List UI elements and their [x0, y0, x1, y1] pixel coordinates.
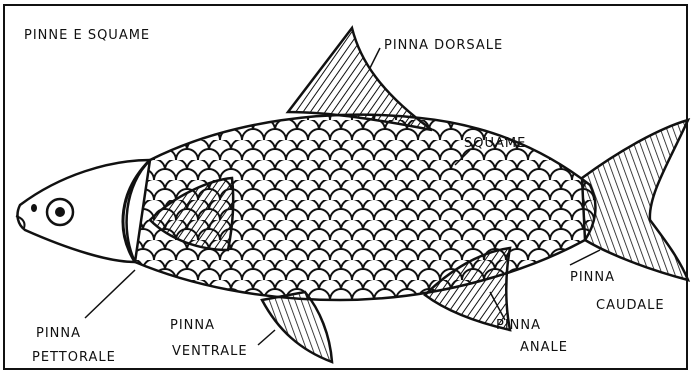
- label-pectoral-fin-2: PETTORALE: [32, 350, 116, 365]
- leader-pectoral: [85, 270, 135, 318]
- label-pectoral-fin-1: PINNA: [36, 326, 81, 341]
- leader-pelvic: [258, 330, 275, 345]
- pelvic-fin: [262, 292, 332, 362]
- caudal-fin: [582, 120, 688, 280]
- label-dorsal-fin: PINNA DORSALE: [384, 38, 503, 53]
- fish-head: [18, 160, 150, 262]
- label-caudal-fin-2: CAUDALE: [596, 298, 665, 313]
- label-caudal-fin-1: PINNA: [570, 270, 615, 285]
- diagram-title: PINNE E SQUAME: [24, 28, 150, 43]
- leader-caudal: [570, 250, 600, 265]
- label-scales: SQUAME: [464, 136, 526, 151]
- label-pelvic-fin-2: VENTRALE: [172, 344, 248, 359]
- leader-dorsal: [370, 48, 380, 68]
- label-pelvic-fin-1: PINNA: [170, 318, 215, 333]
- label-anal-fin-1: PINNA: [496, 318, 541, 333]
- label-anal-fin-2: ANALE: [520, 340, 568, 355]
